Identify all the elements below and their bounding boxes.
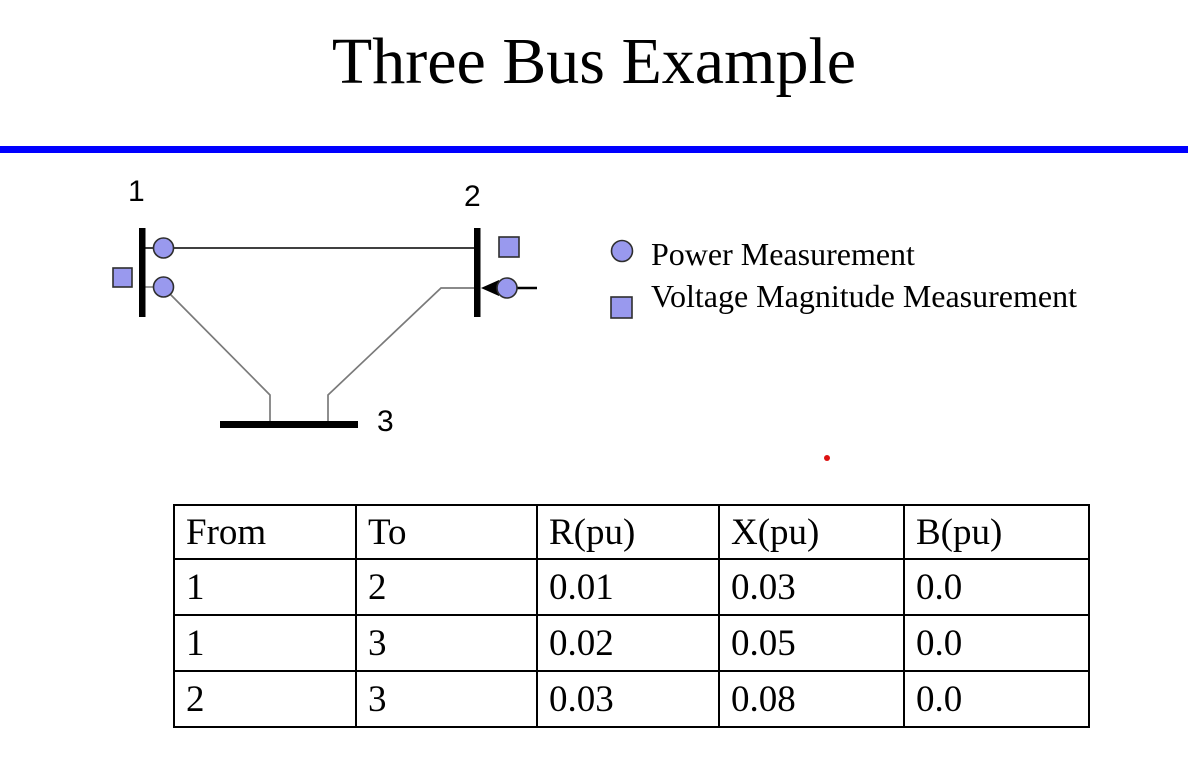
bus1-label: 1 [128, 175, 145, 208]
table-header-cell: X(pu) [718, 504, 905, 560]
bus2-bar [474, 228, 481, 317]
power-measurement-icon [152, 237, 175, 259]
table-header-cell: To [355, 504, 538, 560]
table-cell: 0.0 [903, 670, 1090, 728]
table-cell: 0.0 [903, 614, 1090, 672]
bus3-bar [220, 421, 358, 428]
line-parameters-table: From To R(pu) X(pu) B(pu) 1 2 0.01 0.03 … [173, 504, 1090, 728]
table-header-cell: R(pu) [536, 504, 720, 560]
table-row: 1 3 0.02 0.05 0.0 [173, 614, 1090, 672]
legend-power-circle-icon [610, 239, 634, 263]
table-row: 1 2 0.01 0.03 0.0 [173, 558, 1090, 616]
bus1-bar [139, 228, 146, 317]
bus2-label: 2 [464, 180, 481, 213]
table-cell: 2 [355, 558, 538, 616]
table-cell: 0.08 [718, 670, 905, 728]
table-cell: 0.0 [903, 558, 1090, 616]
legend-voltage-square-icon [610, 296, 633, 319]
red-dot [824, 455, 830, 461]
voltage-measurement-icon [112, 267, 133, 288]
table-cell: 1 [173, 558, 357, 616]
table-cell: 0.05 [718, 614, 905, 672]
table-cell: 2 [173, 670, 357, 728]
line-bus2-bus3 [327, 287, 474, 422]
table-row: 2 3 0.03 0.08 0.0 [173, 670, 1090, 728]
title-divider-rule [0, 146, 1188, 153]
table-cell: 0.01 [536, 558, 720, 616]
arrowhead-icon [481, 280, 499, 296]
table-cell: 1 [173, 614, 357, 672]
table-cell: 3 [355, 614, 538, 672]
table-cell: 0.03 [718, 558, 905, 616]
legend-label-voltage-measurement: Voltage Magnitude Measurement [651, 278, 1077, 314]
voltage-measurement-icon [498, 236, 520, 258]
table-cell: 3 [355, 670, 538, 728]
table-header-cell: B(pu) [903, 504, 1090, 560]
bus3-label: 3 [377, 405, 394, 438]
power-measurement-icon [152, 276, 175, 298]
table-cell: 0.03 [536, 670, 720, 728]
table-header-cell: From [173, 504, 357, 560]
power-measurement-icon [496, 277, 518, 299]
line-bus1-bus3 [169, 293, 271, 422]
table-cell: 0.02 [536, 614, 720, 672]
slide-title: Three Bus Example [331, 25, 857, 98]
table-header-row: From To R(pu) X(pu) B(pu) [173, 504, 1090, 560]
legend-label-power-measurement: Power Measurement [651, 236, 915, 272]
